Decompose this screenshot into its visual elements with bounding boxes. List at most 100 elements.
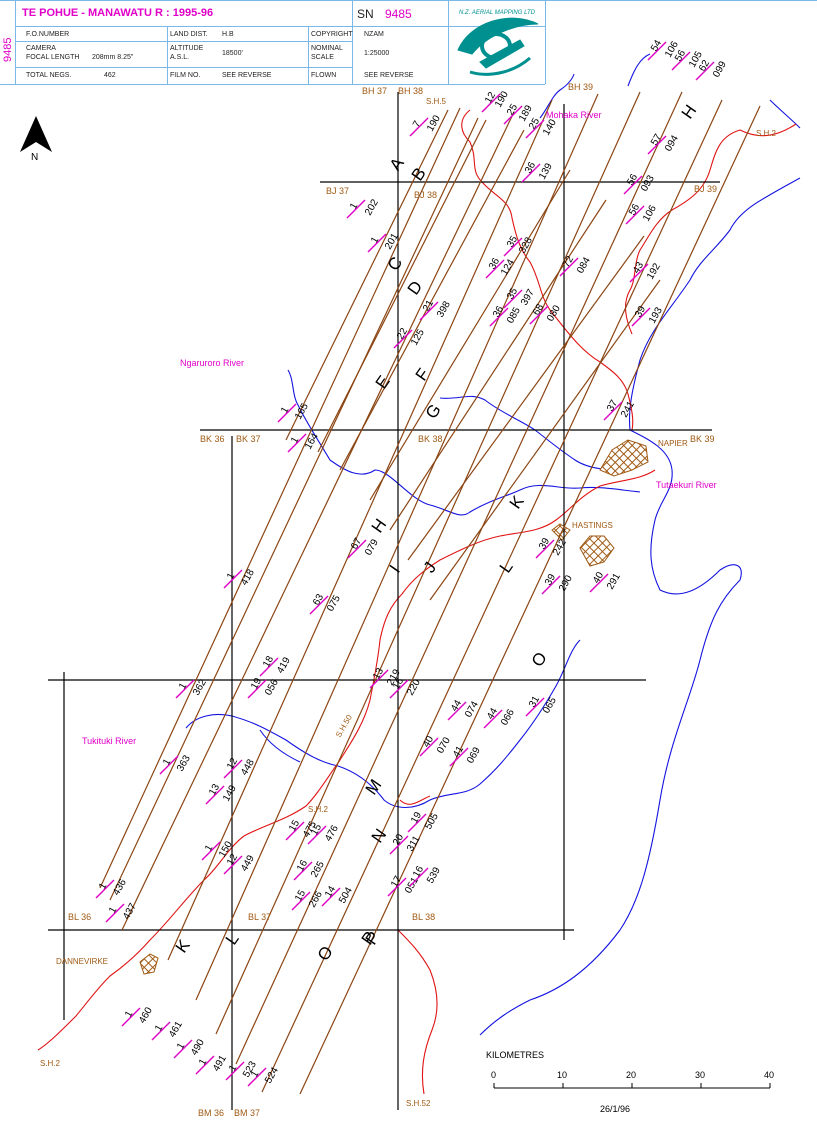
photo-mark-82 (201, 841, 221, 861)
photo-label-88: 15 (309, 822, 324, 838)
photo-mark-26 (623, 175, 643, 195)
highway-label-0: S.H.5 (426, 97, 447, 106)
sn-value: 9485 (385, 7, 412, 21)
photo-mark-32 (631, 307, 651, 327)
photo-label-78: 40 (421, 734, 436, 750)
scale-tick-30: 30 (695, 1070, 705, 1080)
run-letter-7: H (368, 515, 391, 536)
sheet-label-5: BJ 39 (694, 184, 717, 194)
photo-label-114: 1 (197, 1057, 210, 1068)
photo-mark-52 (589, 573, 609, 593)
photo-mark-12 (367, 233, 387, 253)
scale-bar-title: KILOMETRES (486, 1050, 544, 1060)
photo-label-112: 1 (175, 1041, 188, 1052)
photo-label-60: 18 (261, 654, 276, 670)
photo-label-40: 1 (289, 435, 302, 446)
photo-label-122: 56 (673, 48, 688, 64)
photo-mark-14 (485, 259, 505, 279)
run-letter-2: C (384, 253, 407, 274)
photo-mark-92 (291, 891, 311, 911)
flown-date: 26/1/96 (600, 1104, 630, 1114)
run-letter-5: F (412, 365, 434, 384)
photo-mark-16 (503, 237, 523, 257)
flight-line-10 (317, 119, 487, 453)
river-lines (185, 53, 801, 1036)
photo-label-15: 124 (499, 257, 517, 277)
town-label-1: HASTINGS (572, 521, 613, 530)
run-letter-19: O (314, 943, 337, 965)
run-letter-3: D (404, 277, 427, 298)
photo-label-126: 57 (649, 132, 664, 148)
photo-label-46: 63 (311, 592, 326, 608)
photo-mark-20 (489, 307, 509, 327)
sheet-label-2: BH 39 (568, 82, 593, 92)
photo-mark-118 (247, 1067, 267, 1087)
sheet-label-4: BJ 38 (414, 190, 437, 200)
scale-tick-10: 10 (557, 1070, 567, 1080)
land-dist-value: H.B (222, 31, 234, 38)
photo-mark-30 (629, 263, 649, 283)
camera-label: CAMERA (26, 45, 56, 52)
flight-line-6 (261, 99, 723, 1093)
photo-mark-84 (223, 855, 243, 875)
logo-text: N.Z. AERIAL MAPPING LTD (459, 10, 536, 16)
north-arrow-icon: N (20, 116, 52, 163)
asl-label: A.S.L. (170, 54, 190, 61)
photo-label-70: 12 (225, 756, 240, 772)
photo-label-84: 12 (225, 852, 240, 868)
photo-label-42: 37 (605, 398, 620, 414)
photo-label-44: 67 (349, 536, 364, 552)
photo-label-36: 21 (421, 298, 436, 314)
copyright-label: COPYRIGHT (311, 31, 353, 38)
scale-label: SCALE (311, 54, 334, 61)
photo-mark-58 (247, 679, 267, 699)
flight-line-12 (369, 169, 571, 501)
photo-mark-62 (369, 669, 389, 689)
photo-label-8: 36 (523, 160, 538, 176)
photo-label-120: 54 (649, 38, 664, 54)
photo-mark-8 (521, 163, 541, 183)
total-negs-label: TOTAL NEGS. (26, 72, 72, 79)
flight-line-2 (167, 99, 553, 961)
photo-mark-40 (287, 433, 307, 453)
photo-label-4: 25 (505, 102, 520, 118)
photo-label-54: 1 (225, 571, 238, 582)
scale-tick-0: 0 (491, 1070, 496, 1080)
photo-label-74: 44 (485, 706, 500, 722)
photo-label-6: 25 (527, 116, 542, 132)
photo-mark-120 (647, 41, 667, 61)
highway-label-1: S.H.2 (756, 129, 777, 138)
photo-label-11: 202 (363, 197, 381, 217)
photo-mark-98 (407, 813, 427, 833)
photo-label-50: 39 (543, 572, 558, 588)
run-letter-13: N (368, 825, 391, 846)
photo-label-26: 56 (625, 172, 640, 188)
photo-label-24: 72 (561, 254, 576, 270)
sn-label: SN (357, 7, 374, 21)
photo-mark-86 (285, 821, 305, 841)
flight-line-15 (429, 279, 661, 601)
photo-label-1: 190 (425, 113, 443, 133)
photo-label-17: 328 (517, 235, 535, 255)
photo-mark-106 (105, 903, 125, 923)
photo-mark-2 (481, 93, 501, 113)
photo-mark-28 (625, 205, 645, 225)
photo-mark-50 (541, 575, 561, 595)
focal-length-value: 208mm 8.25" (92, 54, 134, 61)
flight-line-9 (285, 109, 449, 441)
photo-mark-122 (671, 51, 691, 71)
town-label-2: DANNEVIRKE (56, 957, 108, 966)
highway-label-5: S.H.52 (406, 1099, 431, 1108)
photo-label-94: 14 (323, 884, 338, 900)
photo-mark-94 (321, 887, 341, 907)
photo-mark-10 (346, 199, 366, 219)
town-label-0: NAPIER (658, 439, 688, 448)
photo-mark-104 (95, 879, 115, 899)
flight-line-14 (407, 235, 645, 561)
run-letter-6: G (422, 401, 445, 423)
run-letter-0: A (386, 154, 408, 175)
photo-label-14: 36 (487, 256, 502, 272)
photo-label-48: 39 (537, 536, 552, 552)
photo-label-98: 19 (409, 810, 424, 826)
hastings-outline (551, 523, 615, 567)
